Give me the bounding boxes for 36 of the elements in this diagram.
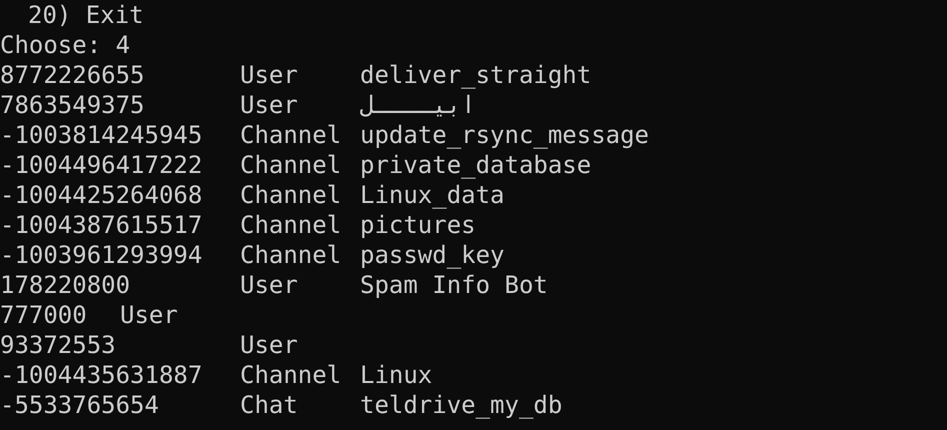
- chat-id: -1003961293994: [0, 241, 202, 269]
- chat-id: -1004435631887: [0, 361, 202, 389]
- chat-id: 7863549375: [0, 91, 144, 119]
- chat-type: Channel: [240, 151, 342, 179]
- chat-type: User: [240, 91, 298, 119]
- chat-id: -1004425264068: [0, 181, 202, 209]
- chat-id: 777000: [0, 301, 87, 329]
- chat-type: Channel: [240, 121, 342, 149]
- chat-id: 93372553: [0, 331, 116, 359]
- menu-option: 20) Exit: [28, 1, 144, 29]
- chat-type: Channel: [240, 241, 342, 269]
- chat-name: Spam Info Bot: [360, 271, 548, 299]
- prompt-text: Choose: 4: [0, 31, 130, 59]
- chat-type: Channel: [240, 211, 342, 239]
- chat-type: Channel: [240, 361, 342, 389]
- chat-type: Chat: [240, 391, 298, 419]
- chat-id: -1004387615517: [0, 211, 202, 239]
- chat-type: User: [120, 301, 178, 329]
- chat-type: Channel: [240, 181, 342, 209]
- chat-name: deliver_straight: [360, 61, 592, 89]
- chat-name: teldrive_my_db: [360, 391, 562, 419]
- chat-name: Linux: [360, 361, 432, 389]
- chat-name: Linux_data: [360, 181, 504, 209]
- chat-type: User: [240, 271, 298, 299]
- chat-name: ابيــــل: [360, 91, 476, 119]
- chat-type: User: [240, 61, 298, 89]
- chat-id: -1004496417222: [0, 151, 202, 179]
- chat-name: passwd_key: [360, 241, 504, 269]
- chat-name: update_rsync_message: [360, 121, 649, 149]
- chat-id: -5533765654: [0, 391, 159, 419]
- chat-name: private_database: [360, 151, 592, 179]
- chat-id: 8772226655: [0, 61, 144, 89]
- chat-name: pictures: [360, 211, 476, 239]
- chat-id: 178220800: [0, 271, 130, 299]
- chat-type: User: [240, 331, 298, 359]
- chat-id: -1003814245945: [0, 121, 202, 149]
